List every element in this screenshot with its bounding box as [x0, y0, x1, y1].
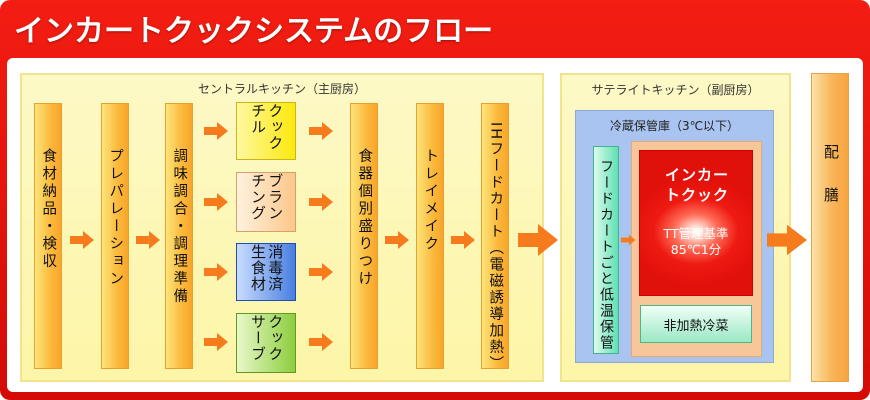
method-blanching: ブランチング [236, 172, 296, 232]
central-kitchen-label: セントラルキッチン（主厨房） [197, 82, 366, 96]
step-tray-make-label: トレイメイク [422, 148, 439, 253]
cart-storage-box: フードカートごと低温保管 [593, 146, 619, 354]
tt-standard-value: 85℃1分 [670, 242, 722, 257]
step-tray-make: トレイメイク [416, 103, 444, 369]
step-ih-cart-label: IHフードカート（電磁誘導加熱） [487, 122, 504, 373]
cart-storage-label: フードカートごと低温保管 [598, 159, 614, 351]
step-preparation: プレパレーション [101, 103, 129, 369]
delivery-label: 配膳 [822, 144, 840, 230]
method-cook-chill-label: クックチル [249, 103, 285, 151]
step-receiving-label: 食材納品・検収 [40, 148, 57, 271]
cold-storage-label: 冷蔵保管庫（3℃以下） [609, 119, 740, 133]
method-sterilized-raw-label: 消毒済生食材 [249, 244, 285, 292]
diagram-title: インカートクックシステムのフロー [14, 14, 494, 49]
step-receiving: 食材納品・検収 [34, 103, 62, 369]
step-preparation-label: プレパレーション [107, 148, 124, 288]
non-heated-dish-label: 非加熱冷菜 [663, 318, 729, 334]
step-seasoning-label: 調味調合・調理準備 [171, 148, 188, 306]
delivery-box: 配膳 [811, 73, 849, 382]
incart-cook-box: インカートクック TT管理基準 85℃1分 [639, 150, 753, 296]
step-plating: 食器個別盛りつけ [350, 103, 378, 369]
content-panel: セントラルキッチン（主厨房） 食材納品・検収 プレパレーション 調味調合・調理準… [7, 58, 863, 392]
step-seasoning: 調味調合・調理準備 [165, 103, 193, 369]
method-blanching-label: ブランチング [249, 173, 285, 221]
method-cook-serve-label: クックサーブ [249, 314, 285, 362]
step-plating-label: 食器個別盛りつけ [356, 148, 373, 288]
method-cook-chill: クックチル [236, 102, 296, 160]
method-cook-serve: クックサーブ [236, 313, 296, 373]
non-heated-dish-box: 非加熱冷菜 [640, 305, 752, 343]
step-ih-cart: IHフードカート（電磁誘導加熱） [481, 103, 509, 373]
satellite-kitchen-label: サテライトキッチン（副厨房） [591, 83, 760, 97]
incart-cook-label: インカートクック [664, 166, 729, 204]
tt-standard-label: TT管理基準 [663, 226, 729, 241]
method-sterilized-raw: 消毒済生食材 [236, 243, 296, 301]
